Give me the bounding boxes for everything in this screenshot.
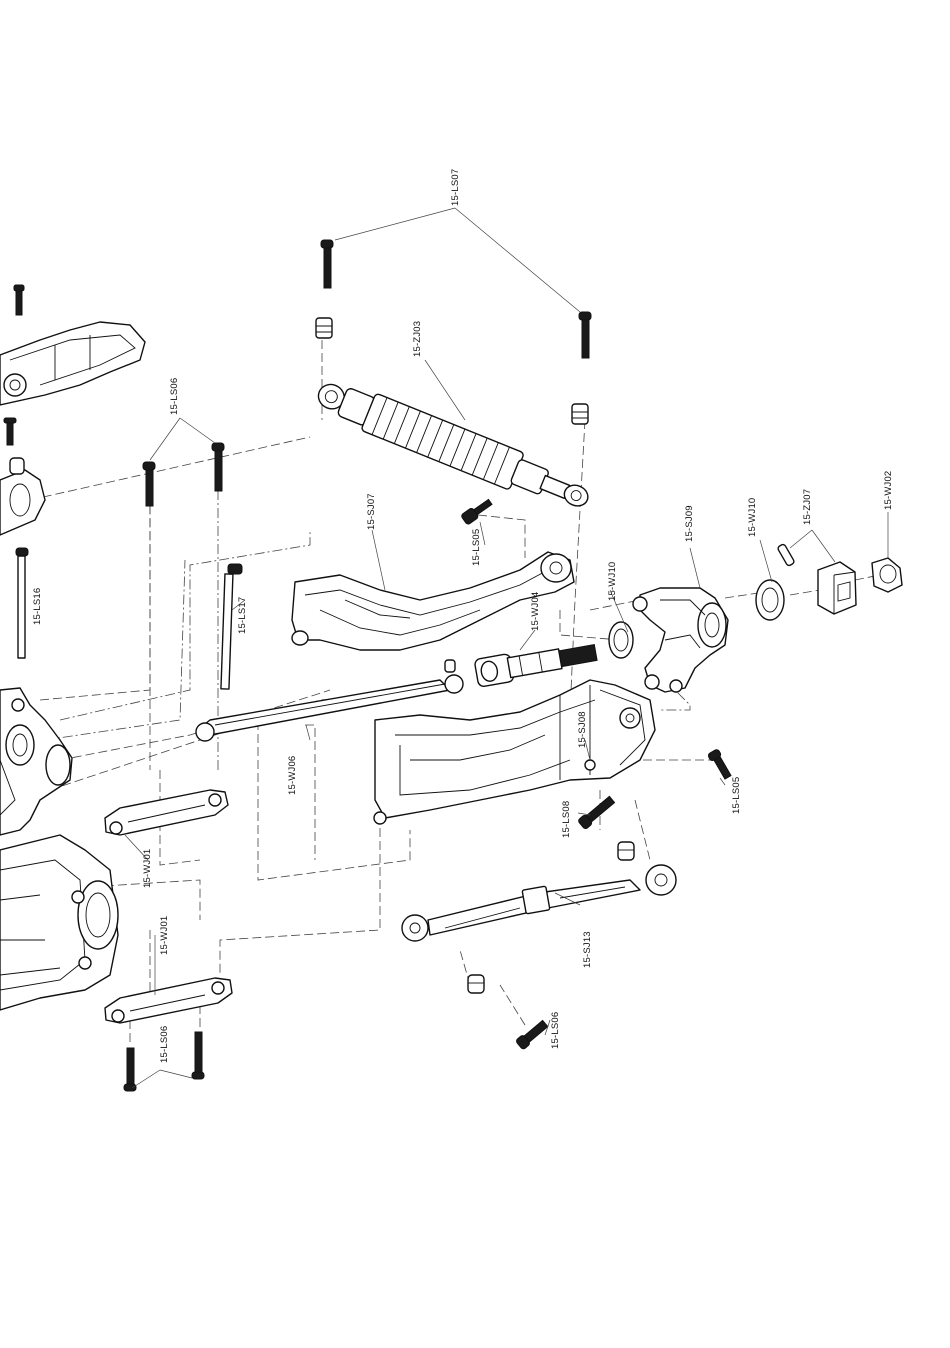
label-wj02: 15-WJ02 bbox=[884, 471, 894, 510]
link-bar-upper bbox=[105, 790, 228, 835]
label-ls08: 15-LS08 bbox=[562, 801, 572, 838]
bearing-right bbox=[756, 580, 784, 620]
bushing-top-left bbox=[316, 318, 332, 338]
label-ls05-right: 15-LS05 bbox=[732, 777, 742, 814]
label-wj01-top: 15-WJ01 bbox=[143, 849, 153, 888]
label-sj09: 15-SJ09 bbox=[685, 505, 695, 542]
label-ls17: 15-LS17 bbox=[238, 597, 248, 634]
bearing-left bbox=[609, 622, 633, 658]
label-sj08: 15-SJ08 bbox=[578, 711, 588, 748]
screw-ls07-right bbox=[579, 312, 591, 358]
screw-ls06-bottom-b bbox=[192, 1032, 204, 1079]
hub-carrier-left bbox=[0, 688, 72, 835]
label-ls07: 15-LS07 bbox=[451, 169, 461, 206]
label-sj07: 15-SJ07 bbox=[367, 493, 377, 530]
shock-mount-cup-left bbox=[0, 458, 45, 535]
bushing-top-right bbox=[572, 404, 588, 424]
screw-ls06-right bbox=[515, 1019, 549, 1050]
label-ls06-bottom: 15-LS06 bbox=[160, 1026, 170, 1063]
screw-ls05-top bbox=[461, 497, 494, 525]
hub-carrier-sj09 bbox=[633, 588, 728, 692]
screw-ls07-left bbox=[321, 240, 333, 288]
label-wj10-left: 15-WJ10 bbox=[608, 562, 618, 601]
label-wj06: 15-WJ06 bbox=[288, 756, 298, 795]
wheel-axle bbox=[474, 639, 598, 688]
screw-ls06-b bbox=[212, 443, 224, 491]
label-sj13: 15-SJ13 bbox=[583, 931, 593, 968]
upper-mount-bracket bbox=[0, 322, 145, 405]
label-ls06-right: 15-LS06 bbox=[551, 1012, 561, 1049]
screw-ls16-top bbox=[14, 285, 24, 315]
bushing-bottom bbox=[468, 975, 484, 993]
shock-absorber bbox=[312, 373, 595, 518]
label-zj07: 15-ZJ07 bbox=[803, 489, 813, 525]
screw-ls06-a bbox=[143, 462, 155, 506]
wheel-nut bbox=[872, 558, 902, 592]
gearbox-housing bbox=[0, 835, 118, 1010]
screw-ls08 bbox=[577, 795, 615, 830]
label-ls16: 15-LS16 bbox=[33, 588, 43, 625]
screw-small-left bbox=[4, 418, 16, 445]
label-zj03: 15-ZJ03 bbox=[413, 321, 423, 357]
label-ls06-top: 15-LS06 bbox=[170, 378, 180, 415]
screw-ls06-bottom-a bbox=[124, 1048, 136, 1091]
leader-lines bbox=[125, 208, 888, 1088]
bushing-mid bbox=[618, 842, 634, 860]
wheel-hex-adaptor bbox=[818, 562, 856, 614]
tie-rod bbox=[402, 865, 676, 941]
screw-ls05-right bbox=[707, 749, 732, 781]
label-wj04: 15-WJ04 bbox=[531, 592, 541, 631]
pin-ls16 bbox=[16, 548, 28, 658]
label-ls05-top: 15-LS05 bbox=[472, 529, 482, 566]
pin-zj07 bbox=[777, 543, 795, 566]
link-bar-lower bbox=[105, 978, 232, 1023]
label-wj10-right: 15-WJ10 bbox=[748, 498, 758, 537]
label-wj01-bottom: 15-WJ01 bbox=[160, 916, 170, 955]
